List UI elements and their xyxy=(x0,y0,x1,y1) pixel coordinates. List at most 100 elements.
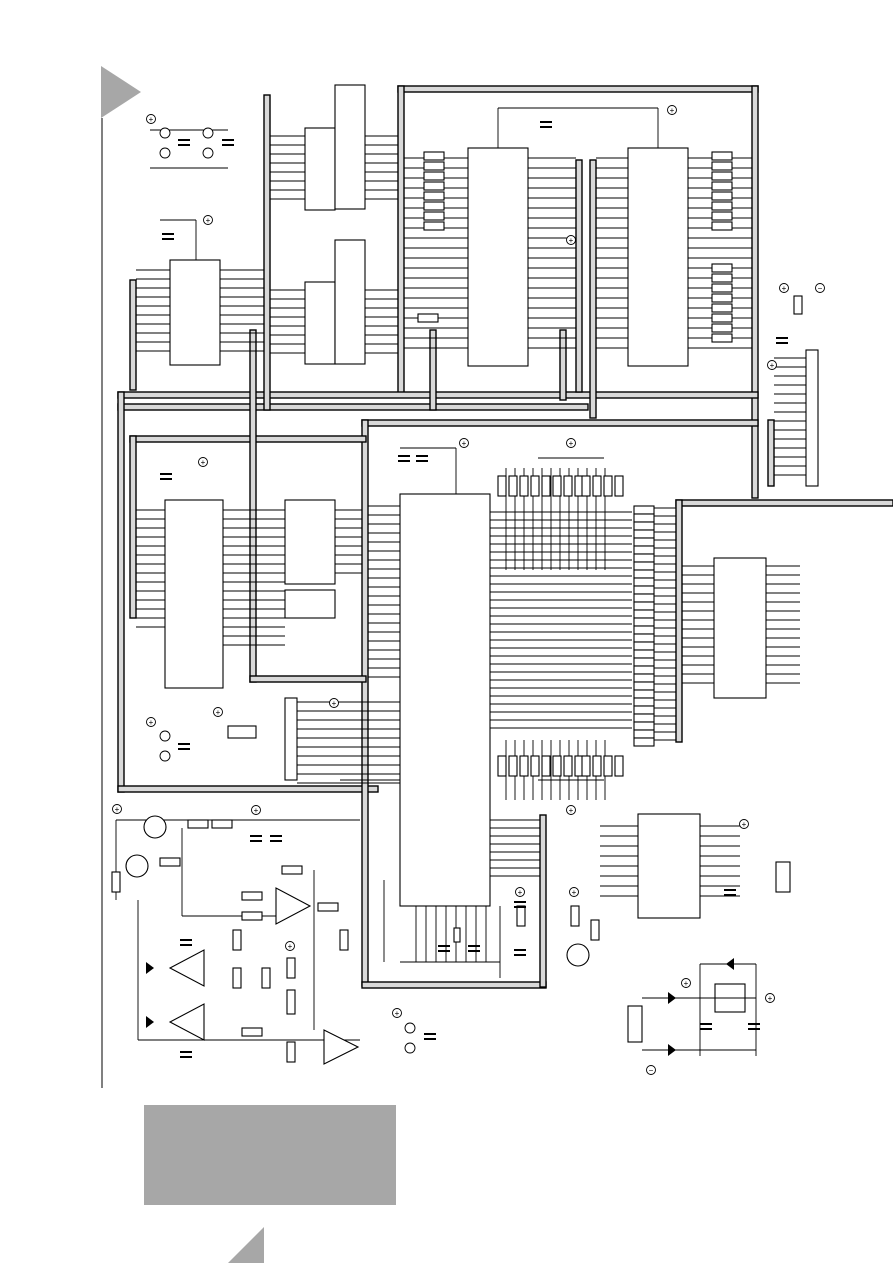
ic-u1 xyxy=(169,259,221,366)
circled-plus-icon: + xyxy=(285,941,295,951)
resistor xyxy=(633,609,655,619)
resistor xyxy=(711,323,733,333)
resistor xyxy=(590,919,600,941)
resistor xyxy=(633,529,655,539)
gray-triangle-icon xyxy=(228,1227,264,1263)
resistor xyxy=(232,929,242,951)
circled-plus-icon xyxy=(146,114,156,124)
opamp xyxy=(323,1029,360,1065)
test-point xyxy=(159,750,171,762)
circled-plus-icon xyxy=(329,698,339,708)
circled-plus-icon xyxy=(566,438,576,448)
test-point xyxy=(202,127,214,139)
resistor xyxy=(497,755,507,777)
power-symbol: + xyxy=(742,820,747,829)
resistor xyxy=(633,513,655,523)
circled-plus-icon: + xyxy=(112,804,122,814)
diode xyxy=(668,992,676,1004)
circled-plus-icon xyxy=(566,235,576,245)
resistor xyxy=(633,689,655,699)
power-symbol: + xyxy=(768,994,773,1003)
resistor xyxy=(633,593,655,603)
resistor xyxy=(519,755,529,777)
resistor xyxy=(614,755,624,777)
circled-plus-icon xyxy=(667,105,677,115)
circled-plus-icon xyxy=(198,457,208,467)
resistor xyxy=(563,755,573,777)
resistor xyxy=(516,905,526,927)
resistor xyxy=(423,171,445,181)
circled-plus-icon: + xyxy=(198,457,208,467)
ic-mcu xyxy=(399,493,491,907)
test-point xyxy=(159,147,171,159)
resistor xyxy=(423,221,445,231)
circled-plus-icon xyxy=(203,215,213,225)
power-symbol: + xyxy=(115,805,120,814)
circled-plus-icon xyxy=(646,1065,656,1075)
power-symbol: + xyxy=(569,439,574,448)
circled-plus-icon: + xyxy=(667,105,677,115)
power-symbol: + xyxy=(770,361,775,370)
test-point xyxy=(159,127,171,139)
caption-box xyxy=(144,1105,396,1205)
resistor xyxy=(423,211,445,221)
resistor xyxy=(519,475,529,497)
circled-plus-icon: + xyxy=(251,805,261,815)
resistor xyxy=(711,211,733,221)
resistor xyxy=(581,755,591,777)
resistor xyxy=(633,721,655,731)
resistor xyxy=(633,657,655,667)
circled-plus-icon: + xyxy=(779,283,789,293)
circled-plus-icon: + xyxy=(392,1008,402,1018)
opamp xyxy=(275,887,312,925)
resistor xyxy=(633,697,655,707)
ic-u4 xyxy=(164,499,224,689)
circled-plus-icon xyxy=(681,978,691,988)
resistor xyxy=(633,545,655,555)
power-symbol: + xyxy=(288,942,293,951)
circled-plus-icon: + xyxy=(146,114,156,124)
power-symbol: − xyxy=(818,284,823,293)
circled-plus-icon: + xyxy=(213,707,223,717)
resistor xyxy=(552,475,562,497)
ic-packages xyxy=(164,84,819,1043)
circled-plus-icon xyxy=(392,1008,402,1018)
ic-u9 xyxy=(284,499,336,585)
power-symbol: + xyxy=(518,888,523,897)
circled-plus-icon: + xyxy=(566,235,576,245)
resistor xyxy=(711,283,733,293)
circled-plus-icon xyxy=(251,805,261,815)
circled-plus-icon: + xyxy=(767,360,777,370)
resistor xyxy=(187,819,209,829)
resistor xyxy=(530,475,540,497)
resistor xyxy=(541,475,551,497)
resistor xyxy=(211,819,233,829)
test-point xyxy=(404,1042,416,1054)
resistor xyxy=(633,585,655,595)
resistor xyxy=(633,505,655,515)
resistor xyxy=(633,625,655,635)
circled-plus-icon: − xyxy=(646,1065,656,1075)
circled-plus-icon: + xyxy=(566,805,576,815)
circled-plus-icon xyxy=(815,283,825,293)
diode xyxy=(146,962,154,974)
power-symbol: + xyxy=(332,699,337,708)
resistor xyxy=(317,902,339,912)
resistor xyxy=(633,617,655,627)
resistor-array xyxy=(423,151,733,777)
ic-u3 xyxy=(627,147,689,367)
resistor xyxy=(423,191,445,201)
resistor xyxy=(633,665,655,675)
resistor xyxy=(497,475,507,497)
circled-plus-icon xyxy=(515,887,525,897)
resistor xyxy=(570,905,580,927)
ic-u8b xyxy=(334,239,366,365)
circled-plus-icon xyxy=(779,283,789,293)
power-symbol: + xyxy=(149,115,154,124)
ic-u7a xyxy=(304,127,336,211)
resistor xyxy=(711,293,733,303)
opamp xyxy=(168,1003,205,1041)
resistor xyxy=(614,475,624,497)
resistor xyxy=(423,151,445,161)
ic-u6 xyxy=(637,813,701,919)
